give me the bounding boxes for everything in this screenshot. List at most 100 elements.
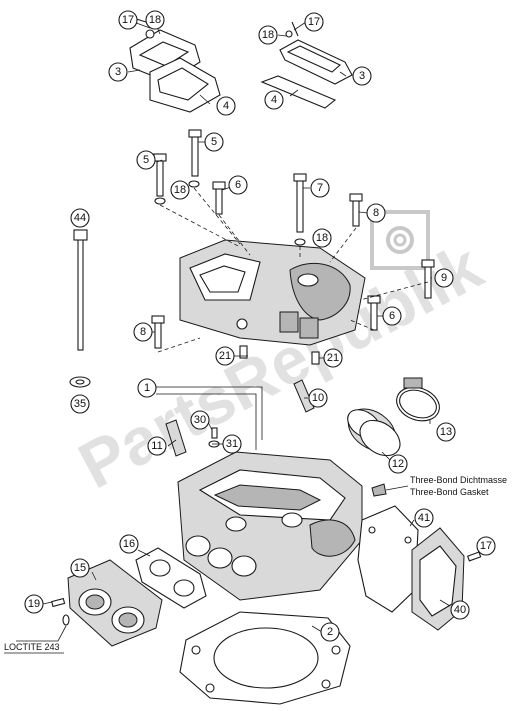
- callout-16: 16: [119, 534, 139, 554]
- callout-3: 3: [108, 62, 128, 82]
- callout-17: 17: [118, 10, 138, 30]
- svg-text:12: 12: [392, 458, 404, 470]
- bolt-6-left: [212, 181, 226, 215]
- loctite-label: LOCTITE 243: [4, 642, 60, 652]
- callout-12: 12: [388, 454, 408, 474]
- svg-text:13: 13: [440, 426, 452, 438]
- bolt-7: [293, 173, 307, 233]
- svg-text:19: 19: [28, 598, 40, 610]
- callout-5: 5: [204, 132, 224, 152]
- bolt-5-right: [188, 129, 202, 177]
- svg-text:31: 31: [226, 438, 238, 450]
- callout-19: 19: [24, 594, 44, 614]
- svg-text:8: 8: [373, 207, 379, 219]
- washer-18: [154, 180, 306, 246]
- exhaust-gasket-16: [135, 547, 207, 609]
- svg-text:6: 6: [235, 179, 241, 191]
- svg-text:8: 8: [140, 326, 146, 338]
- callout-44: 44: [70, 208, 90, 228]
- valve-cover-left: [129, 17, 221, 113]
- svg-text:40: 40: [454, 604, 466, 616]
- bolt-5-left: [153, 153, 167, 197]
- callout-18: 18: [312, 228, 332, 248]
- callout-9: 9: [434, 268, 454, 288]
- callout-8: 8: [366, 203, 386, 223]
- callout-1: 1: [137, 378, 157, 398]
- callout-41: 41: [414, 508, 434, 528]
- svg-text:44: 44: [74, 212, 86, 224]
- valve-guide-10: [293, 379, 315, 413]
- svg-text:6: 6: [389, 310, 395, 322]
- svg-text:18: 18: [174, 184, 186, 196]
- callout-4: 4: [264, 90, 284, 110]
- svg-text:18: 18: [262, 29, 274, 41]
- svg-text:2: 2: [327, 626, 333, 638]
- svg-text:5: 5: [143, 154, 149, 166]
- bolt-19: [51, 597, 70, 626]
- svg-text:35: 35: [74, 398, 86, 410]
- cover-gasket-41: [357, 505, 419, 613]
- svg-text:4: 4: [271, 94, 277, 106]
- svg-text:3: 3: [359, 70, 365, 82]
- svg-text:4: 4: [223, 100, 229, 112]
- callout-4: 4: [216, 96, 236, 116]
- callout-31: 31: [222, 434, 242, 454]
- alignment-lines: [157, 187, 429, 353]
- svg-text:21: 21: [219, 350, 231, 362]
- svg-text:11: 11: [151, 440, 162, 452]
- callout-6: 6: [228, 175, 248, 195]
- svg-text:7: 7: [317, 182, 323, 194]
- gear-watermark-icon: [370, 210, 430, 270]
- svg-text:10: 10: [312, 392, 324, 404]
- sealant-dot: [371, 483, 409, 497]
- callout-2: 2: [320, 622, 340, 642]
- callout-17: 17: [476, 536, 496, 556]
- callout-7: 7: [310, 178, 330, 198]
- intake-rubber-12: [347, 408, 401, 457]
- bolt-8-right: [349, 193, 363, 227]
- svg-text:3: 3: [115, 66, 121, 78]
- svg-text:18: 18: [149, 14, 161, 26]
- head-gasket-2: [179, 611, 351, 705]
- svg-text:17: 17: [480, 540, 492, 552]
- svg-text:9: 9: [441, 272, 447, 284]
- callout-3: 3: [352, 66, 372, 86]
- exhaust-flange-15: [67, 559, 163, 647]
- svg-text:18: 18: [316, 232, 328, 244]
- svg-text:17: 17: [122, 14, 134, 26]
- hose-clamp-13: [396, 377, 440, 422]
- side-cover-40: [411, 527, 465, 631]
- svg-text:5: 5: [211, 136, 217, 148]
- svg-text:15: 15: [74, 562, 86, 574]
- callout-8: 8: [133, 322, 153, 342]
- svg-text:30: 30: [194, 414, 206, 426]
- callout-5: 5: [136, 150, 156, 170]
- callout-17: 17: [304, 12, 324, 32]
- bolt-17-side: [466, 551, 482, 562]
- callout-10: 10: [308, 388, 328, 408]
- svg-text:21: 21: [327, 352, 339, 364]
- svg-text:16: 16: [123, 538, 135, 550]
- callout-18: 18: [258, 25, 278, 45]
- callout-11: 11: [147, 436, 167, 456]
- valve-guide-11: [165, 419, 187, 457]
- callout-6: 6: [382, 306, 402, 326]
- callout-21: 21: [323, 348, 343, 368]
- callout-18: 18: [170, 180, 190, 200]
- callout-21: 21: [215, 346, 235, 366]
- svg-text:17: 17: [308, 16, 320, 28]
- svg-text:1: 1: [144, 382, 150, 394]
- callout-13: 13: [436, 422, 456, 442]
- cylinder-head: [177, 451, 363, 601]
- callout-18: 18: [145, 10, 165, 30]
- callout-15: 15: [70, 558, 90, 578]
- callout-30: 30: [190, 410, 210, 430]
- stud-44: [69, 229, 91, 388]
- camshaft-housing: [179, 239, 366, 346]
- sealant-note-en: Three-Bond Gasket: [410, 487, 489, 497]
- valve-cover-right: [260, 21, 353, 109]
- callout-35: 35: [70, 394, 90, 414]
- callout-40: 40: [450, 600, 470, 620]
- bolt-8-left: [151, 315, 165, 349]
